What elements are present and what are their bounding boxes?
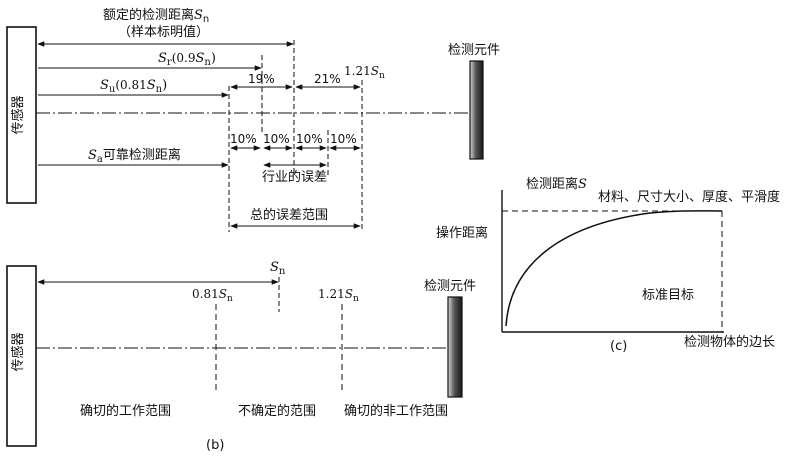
c-curve xyxy=(505,210,723,327)
c-caption: (c) xyxy=(610,339,627,354)
caption-b: (b) xyxy=(206,438,224,453)
pct10-label-3: 10% xyxy=(296,132,323,146)
su-label: Su(0.81Sn) xyxy=(100,78,167,95)
target-element-a xyxy=(469,60,484,160)
pct10-label-2: 10% xyxy=(263,132,290,146)
sensor-label-a: 传感器 xyxy=(10,95,26,134)
industry-error-label: 行业的误差 xyxy=(262,169,327,185)
zone-definite-operating: 确切的工作范围 xyxy=(80,403,171,419)
sensor-box-b xyxy=(6,265,37,447)
target-label-a: 检测元件 xyxy=(448,43,500,58)
s121-label-a: 1.21Sn xyxy=(344,64,385,81)
sn-label-b: Sn xyxy=(270,260,286,277)
diagram-c: 检测距离S 材料、尺寸大小、厚度、平滑度 操作距离 标准目标 (c) 检测物体的… xyxy=(436,176,780,354)
target-element-b xyxy=(447,296,463,398)
sensor-box-a xyxy=(6,26,37,204)
diagram-a: 传感器 检测元件 额定的检测距离Sn （样本标明值） Sr(0.9Sn) Su(… xyxy=(6,7,500,232)
pct10-label-4: 10% xyxy=(330,132,357,146)
target-label-b: 检测元件 xyxy=(424,279,476,294)
c-std-target-label: 标准目标 xyxy=(642,288,694,303)
zone-uncertain: 不确定的范围 xyxy=(238,403,316,419)
total-error-label: 总的误差范围 xyxy=(250,207,328,223)
sr-label: Sr(0.9Sn) xyxy=(158,51,216,68)
pct19-label: 19% xyxy=(248,72,275,86)
diagram-b: 传感器 检测元件 Sn 0.81Sn 1.21Sn 确切的工作范围 不确定的范围… xyxy=(6,260,476,453)
c-y-label: 检测距离S xyxy=(526,176,587,192)
c-x-label: 检测物体的边长 xyxy=(684,334,775,350)
zone-definite-non-operating: 确切的非工作范围 xyxy=(344,403,448,419)
rated-distance-title: 额定的检测距离Sn xyxy=(103,7,209,25)
rated-distance-note: （样本标明值） xyxy=(118,24,209,40)
pct21-label: 21% xyxy=(314,72,341,86)
v121-label-b: 1.21Sn xyxy=(318,287,359,304)
sa-label: Sa可靠检测距离 xyxy=(88,147,181,165)
c-factors: 材料、尺寸大小、厚度、平滑度 xyxy=(598,189,780,205)
v081-label: 0.81Sn xyxy=(192,287,233,304)
pct10-label-1: 10% xyxy=(230,132,257,146)
c-op-distance-label: 操作距离 xyxy=(436,225,488,241)
sensor-label-b: 传感器 xyxy=(10,332,26,371)
